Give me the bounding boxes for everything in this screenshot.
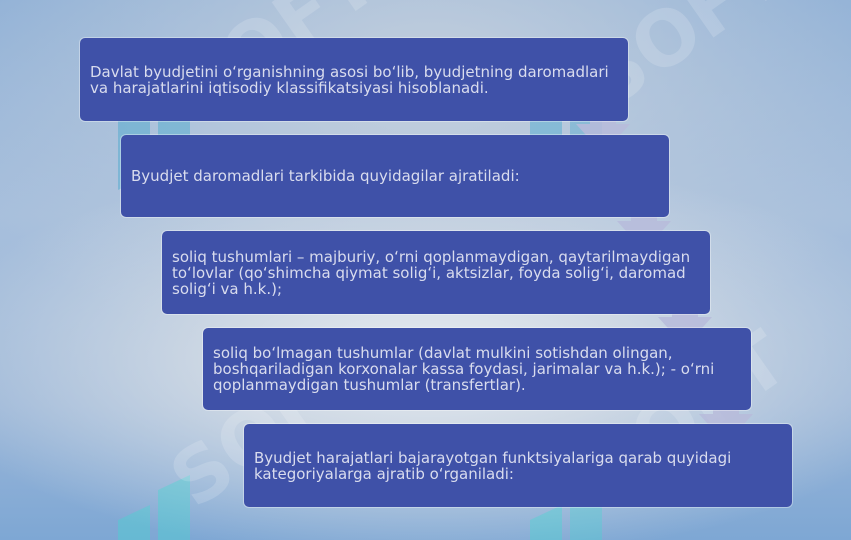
down-arrow-2 [617,193,671,251]
process-step-4-text: soliq boʻlmagan tushumlar (davlat mulkin… [213,344,715,394]
process-step-2: Byudjet daromadlari tarkibida quyidagila… [121,135,669,217]
process-step-4: soliq boʻlmagan tushumlar (davlat mulkin… [203,328,751,410]
process-step-1: Davlat byudjetini oʻrganishning asosi bo… [80,38,628,121]
down-arrow-3 [658,289,712,347]
down-arrow-1 [576,96,630,154]
process-step-3: soliq tushumlari – majburiy, oʻrni qopla… [162,231,710,314]
process-step-5-text: Byudjet harajatlari bajarayotgan funktsi… [254,448,732,483]
process-step-2-text: Byudjet daromadlari tarkibida quyidagila… [131,167,520,185]
down-arrow-4 [699,386,753,444]
process-step-1-text: Davlat byudjetini oʻrganishning asosi bo… [90,62,609,97]
process-step-3-text: soliq tushumlari – majburiy, oʻrni qopla… [172,247,691,298]
process-step-5: Byudjet harajatlari bajarayotgan funktsi… [244,424,792,507]
